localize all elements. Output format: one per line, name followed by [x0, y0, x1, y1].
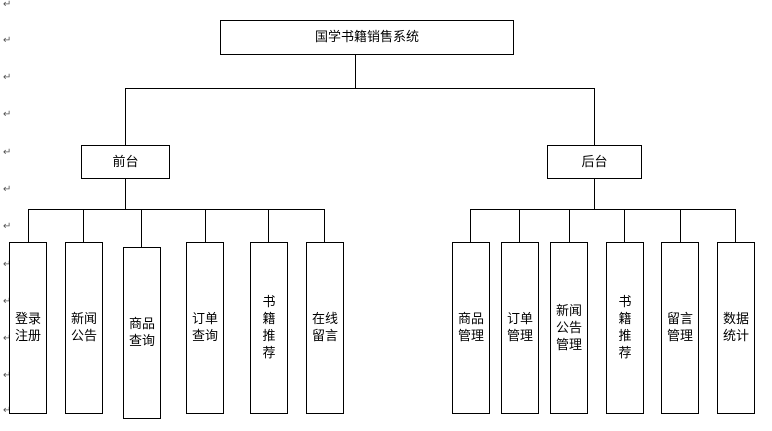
paragraph-mark: ↵: [3, 109, 12, 120]
back-leaf-data-statistics: 数据统计: [717, 242, 755, 414]
leaf-label: 在线留言: [311, 312, 338, 344]
front-leaf-order-query: 订单查询: [186, 242, 224, 414]
root-label: 国学书籍销售系统: [314, 30, 419, 45]
paragraph-mark: ↵: [3, 333, 12, 344]
front-label: 前台: [112, 154, 139, 170]
paragraph-mark: ↵: [3, 296, 12, 307]
paragraph-mark: ↵: [3, 72, 12, 83]
back-leaf-order-management: 订单管理: [501, 242, 539, 414]
front-leaf-login-register: 登录注册: [9, 242, 47, 414]
leaf-label: 订单查询: [191, 312, 218, 344]
paragraph-mark: ↵: [3, 221, 12, 232]
leaf-label: 商品查询: [128, 317, 155, 349]
front-leaf-product-query: 商品查询: [123, 247, 161, 419]
paragraph-mark: ↵: [3, 370, 12, 381]
back-leaf-product-management: 商品管理: [452, 242, 490, 414]
front-leaf-online-message: 在线留言: [306, 242, 344, 414]
paragraph-mark: ↵: [3, 147, 12, 158]
leaf-label: 订单管理: [506, 312, 533, 344]
leaf-label: 书籍推荐: [618, 295, 632, 361]
leaf-label: 商品管理: [457, 312, 484, 344]
leaf-label: 留言管理: [666, 312, 693, 344]
back-label: 后台: [581, 154, 608, 170]
leaf-label: 数据统计: [722, 312, 749, 344]
back-leaf-news-management: 新闻公告管理: [550, 242, 588, 414]
front-leaf-news: 新闻公告: [65, 242, 103, 414]
root-node: 国学书籍销售系统: [220, 20, 514, 55]
back-leaf-message-management: 留言管理: [661, 242, 699, 414]
leaf-label: 书籍推荐: [262, 295, 276, 361]
paragraph-mark: ↵: [3, 0, 12, 10]
front-node: 前台: [81, 145, 170, 179]
leaf-label: 新闻公告管理: [555, 303, 582, 353]
leaf-label: 登录注册: [14, 312, 41, 344]
paragraph-mark: ↵: [3, 35, 12, 46]
paragraph-mark: ↵: [3, 184, 12, 195]
back-leaf-book-recommend: 书籍推荐: [606, 242, 644, 414]
back-node: 后台: [547, 145, 642, 179]
paragraph-mark: ↵: [3, 259, 12, 270]
front-leaf-book-recommend: 书籍推荐: [250, 242, 288, 414]
leaf-label: 新闻公告: [70, 312, 97, 344]
paragraph-mark: ↵: [3, 405, 12, 416]
